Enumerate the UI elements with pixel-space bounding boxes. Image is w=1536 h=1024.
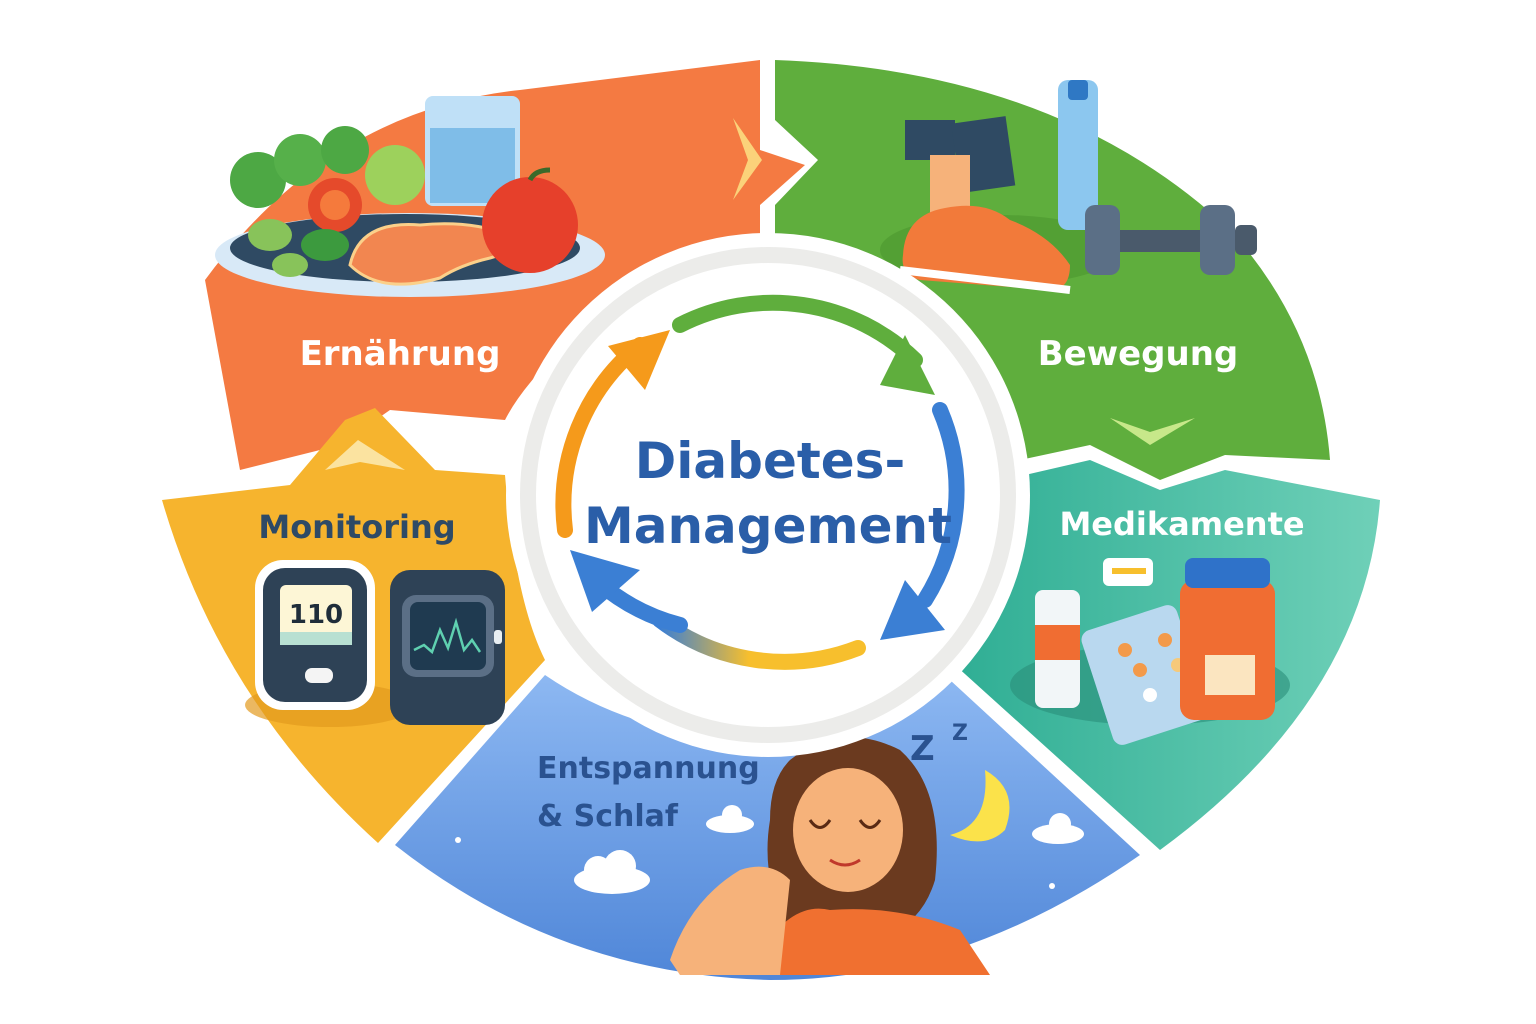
running-shoe-icon bbox=[902, 205, 1070, 290]
arrowhead-orange-icon bbox=[608, 330, 670, 390]
arrowhead-blue-right-icon bbox=[880, 580, 945, 640]
segment-label-entspannung-line1: Entspannung bbox=[537, 751, 760, 786]
svg-text:Z: Z bbox=[952, 721, 968, 746]
water-bottle-icon bbox=[1058, 80, 1098, 230]
pill-blister-icon bbox=[1081, 605, 1209, 745]
segment-entspannung-schlaf[interactable]: Z Z Entspannung & Schlaf bbox=[395, 675, 1140, 980]
segment-monitoring[interactable]: 110 Monitoring bbox=[162, 408, 545, 843]
segment-label-ernaehrung: Ernährung bbox=[300, 334, 501, 374]
medicine-bottle-icon bbox=[1180, 580, 1275, 720]
segment-label-bewegung: Bewegung bbox=[1038, 334, 1239, 374]
segment-label-monitoring: Monitoring bbox=[258, 508, 455, 546]
chevron-right-icon bbox=[733, 118, 762, 200]
food-plate-icon bbox=[215, 96, 605, 297]
arrowhead-green-icon bbox=[880, 335, 935, 395]
segment-label-entspannung-line2: & Schlaf bbox=[537, 799, 679, 834]
center-title-line1: Diabetes- bbox=[635, 432, 905, 490]
smartwatch-icon bbox=[390, 570, 505, 725]
glucose-meter-icon: 110 bbox=[245, 560, 415, 727]
dumbbell-icon bbox=[1085, 205, 1257, 275]
segment-label-medikamente: Medikamente bbox=[1059, 505, 1304, 543]
center-hub: Diabetes- Management bbox=[506, 233, 1030, 757]
segment-medikamente[interactable]: Medikamente bbox=[955, 460, 1380, 850]
cycle-arrow-green bbox=[672, 294, 923, 368]
moon-icon bbox=[950, 770, 1010, 842]
glucose-reading: 110 bbox=[289, 600, 343, 630]
exercise-icon bbox=[880, 80, 1257, 294]
arrowhead-blue-bottom-icon bbox=[570, 550, 640, 612]
zzz-icon: Z bbox=[910, 729, 935, 769]
chevron-up-icon bbox=[325, 440, 405, 470]
segment-bewegung[interactable]: Bewegung bbox=[775, 60, 1330, 480]
medication-icon bbox=[1010, 558, 1290, 745]
cycle-arc-yellow bbox=[652, 612, 866, 670]
segment-ernaehrung[interactable]: Ernährung bbox=[205, 60, 805, 470]
sleeping-woman-icon bbox=[670, 737, 990, 975]
cycle-arrow-orange bbox=[555, 337, 648, 538]
cycle-arrow-blue-right bbox=[917, 402, 965, 608]
apple-icon bbox=[482, 177, 578, 273]
center-title-line2: Management bbox=[584, 497, 952, 555]
cloud-icon bbox=[574, 805, 1084, 894]
chevron-down-icon bbox=[1110, 418, 1195, 445]
sleep-icon: Z Z bbox=[455, 721, 1084, 975]
